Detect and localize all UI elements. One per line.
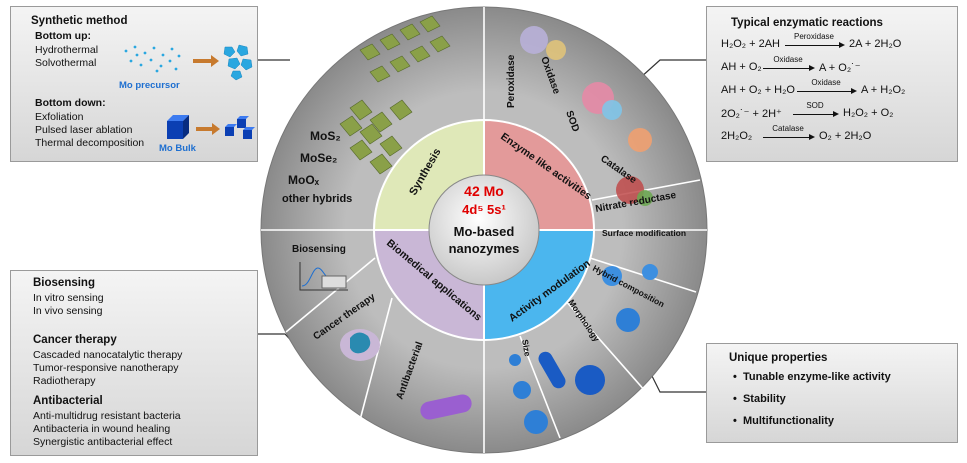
reaction-enzyme-label: Peroxidase (793, 32, 835, 41)
arrow-icon (193, 59, 213, 63)
reaction-reactants: AH + O₂ (721, 61, 762, 73)
config-label: 4d⁵ 5s¹ (462, 202, 506, 217)
reaction-reactants: H₂O₂ + 2AH (721, 38, 780, 50)
section-item: In vitro sensing (33, 292, 104, 304)
section-item: In vivo sensing (33, 305, 103, 317)
enzyme-label: Peroxidase (506, 54, 517, 108)
bottom-down-label: Bottom down: (35, 97, 106, 109)
protein-structure-icon (520, 26, 653, 206)
reaction-row: 2O₂˙⁻ + 2H⁺ SOD H₂O₂ + O₂ (721, 101, 953, 122)
bacteria-icon (420, 394, 472, 420)
reactions-title: Typical enzymatic reactions (731, 17, 883, 29)
reaction-row: AH + O₂ Oxidase A + O₂˙⁻ (721, 55, 953, 76)
property-item: • Multifunctionality (733, 415, 835, 427)
mos2-lattice-icon (339, 15, 451, 175)
nanoparticle-cluster-icon (223, 44, 253, 81)
arrow-head-icon (211, 55, 219, 67)
reaction-reactants: 2H₂O₂ (721, 130, 753, 142)
reaction-products: H₂O₂ + O₂ (843, 107, 894, 119)
nanosphere-icons (509, 264, 658, 434)
properties-title: Unique properties (729, 352, 828, 364)
reaction-row: 2H₂O₂ Catalase O₂ + 2H₂O (721, 124, 953, 145)
reaction-enzyme-label: SOD (806, 101, 824, 110)
properties-panel: Unique properties • Tunable enzyme-like … (706, 343, 958, 443)
section-title: Cancer therapy (33, 334, 117, 346)
arrow-head-icon (212, 123, 220, 135)
reaction-reactants: AH + O₂ + H₂O (721, 84, 795, 96)
biosensing-graph-icon (299, 262, 348, 291)
synthetic-method-title: Synthetic method (31, 15, 128, 27)
reaction-arrow-icon (793, 111, 839, 117)
bottom-up-item: Solvothermal (35, 57, 97, 69)
reaction-arrow-icon (763, 134, 815, 140)
section-item: Antibacteria in wound healing (33, 423, 171, 435)
material-label: other hybrids (282, 193, 352, 205)
mo-precursor-label: Mo precursor (119, 80, 180, 91)
reaction-products: A + H₂O₂ (861, 84, 906, 96)
bottom-up-label: Bottom up: (35, 30, 91, 42)
reaction-products: A + O₂˙⁻ (819, 62, 861, 74)
reaction-row: H₂O₂ + 2AH Peroxidase 2A + 2H₂O (721, 32, 953, 53)
section-item: Tumor-responsive nanotherapy (33, 362, 179, 374)
bottom-down-item: Thermal decomposition (35, 137, 145, 149)
small-cubes-icon (225, 116, 255, 139)
reaction-reactants: 2O₂˙⁻ + 2H⁺ (721, 108, 782, 120)
material-label: MoS₂ (310, 129, 341, 143)
reaction-products: O₂ + 2H₂O (819, 130, 872, 142)
cancer-cell-icon (340, 329, 380, 361)
precursor-dots-icon (124, 45, 181, 73)
material-label: MoOₓ (288, 173, 320, 187)
reaction-enzyme-label: Oxidase (773, 55, 803, 64)
synthetic-method-panel: Synthetic method Bottom up: Hydrothermal… (10, 6, 258, 162)
modulation-label: Size (520, 339, 533, 358)
section-title: Biosensing (33, 277, 95, 289)
property-item: • Tunable enzyme-like activity (733, 371, 891, 383)
nanozyme-title-line1: Mo-based (454, 224, 515, 239)
reaction-arrow-icon (785, 42, 845, 48)
element-label: 42 Mo (464, 183, 504, 199)
application-label: Biosensing (292, 244, 346, 255)
bulk-cube-icon (167, 115, 189, 139)
modulation-label: Surface modification (602, 228, 686, 238)
property-text: Tunable enzyme-like activity (742, 371, 891, 383)
section-item: Synergistic antibacterial effect (33, 436, 173, 448)
bottom-down-item: Pulsed laser ablation (35, 124, 133, 136)
enzymatic-reactions-panel: Typical enzymatic reactions H₂O₂ + 2AH Pe… (706, 6, 958, 162)
mo-bulk-label: Mo Bulk (159, 143, 196, 154)
reaction-arrow-icon (797, 88, 857, 94)
arrow-icon (196, 127, 214, 131)
reaction-enzyme-label: Catalase (772, 124, 804, 133)
section-item: Anti-multidrug resistant bacteria (33, 410, 181, 422)
reaction-row: AH + O₂ + H₂O Oxidase A + H₂O₂ (721, 78, 953, 99)
section-title: Antibacterial (33, 395, 103, 407)
section-item: Radiotherapy (33, 375, 96, 387)
applications-panel: Biosensing In vitro sensing In vivo sens… (10, 270, 258, 456)
bottom-down-item: Exfoliation (35, 111, 84, 123)
reaction-enzyme-label: Oxidase (811, 78, 841, 87)
material-label: MoSe₂ (300, 151, 337, 165)
property-item: • Stability (733, 393, 786, 405)
nanozyme-title-line2: nanozymes (449, 241, 520, 256)
reaction-arrow-icon (763, 65, 815, 71)
property-text: Multifunctionality (742, 415, 835, 427)
ring-dividers (261, 7, 707, 453)
property-text: Stability (742, 393, 786, 405)
center-circle (428, 174, 540, 286)
connector-line (639, 59, 706, 79)
bottom-up-item: Hydrothermal (35, 44, 99, 56)
reaction-products: 2A + 2H₂O (849, 38, 902, 50)
section-item: Cascaded nanocatalytic therapy (33, 349, 183, 361)
connector-line (649, 371, 706, 393)
